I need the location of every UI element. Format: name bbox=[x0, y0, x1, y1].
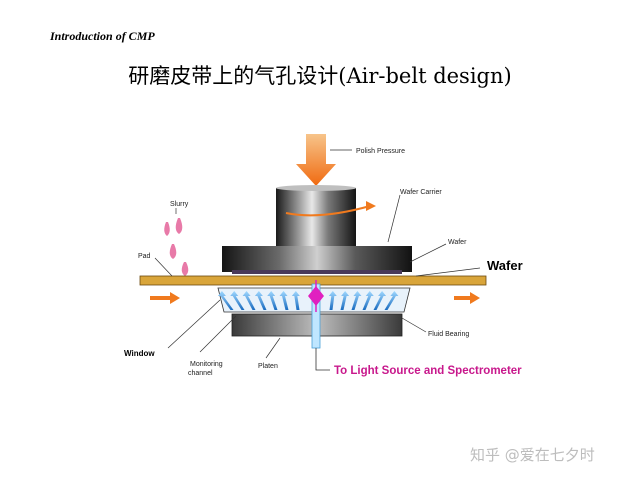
fluid-arrow bbox=[351, 291, 362, 310]
pad-label: Pad bbox=[138, 253, 151, 260]
fluid-arrow bbox=[362, 291, 374, 310]
wafer-carrier-top bbox=[276, 185, 356, 191]
fluid-arrow bbox=[291, 291, 300, 310]
fluid-arrow bbox=[230, 291, 245, 310]
fluid-arrow bbox=[328, 291, 337, 310]
fluid-arrow bbox=[373, 291, 387, 310]
fluid-bearing-leader bbox=[401, 317, 427, 333]
wafer-big-leader bbox=[415, 267, 481, 277]
wafer-small-leader bbox=[409, 243, 447, 263]
fluid-arrow bbox=[217, 291, 234, 310]
light-source-label: To Light Source and Spectrometer bbox=[334, 365, 522, 377]
wafer-carrier-flange bbox=[222, 246, 412, 272]
wafer bbox=[232, 270, 402, 274]
wafer-small-label: Wafer bbox=[448, 239, 467, 246]
rotation-arrow bbox=[285, 205, 371, 217]
fluid-arrow bbox=[254, 291, 267, 310]
rotation-arrow-head bbox=[366, 201, 376, 211]
wafer-carrier-cylinder bbox=[276, 188, 356, 246]
polish-pressure-arrow bbox=[296, 134, 336, 186]
slide-title: 研磨皮带上的气孔设计(Air-belt design) bbox=[128, 64, 512, 88]
slide-header: Introduction of CMP bbox=[50, 29, 155, 43]
fluid-arrow bbox=[340, 291, 350, 310]
slurry-drops bbox=[164, 218, 189, 276]
platen-leader bbox=[265, 337, 281, 359]
window-label: Window bbox=[124, 349, 155, 358]
monitoring-channel-leader bbox=[199, 315, 237, 353]
watermark: 知乎 @爱在七夕时 bbox=[470, 446, 595, 464]
fluid-bearing-label: Fluid Bearing bbox=[428, 331, 469, 338]
polish-pressure-label: Polish Pressure bbox=[356, 148, 405, 155]
wafer-carrier-leader bbox=[387, 194, 401, 243]
fluid-arrow bbox=[279, 291, 289, 310]
fluid-arrow bbox=[267, 291, 278, 310]
fluid-arrow bbox=[242, 291, 256, 310]
window-leader bbox=[167, 299, 221, 349]
wafer-carrier-label: Wafer Carrier bbox=[400, 189, 442, 196]
slurry-label: Slurry bbox=[170, 201, 189, 208]
pad-leader bbox=[154, 257, 173, 277]
light-source-connector bbox=[315, 348, 330, 371]
belt-direction-left-arrow bbox=[150, 292, 180, 304]
monitoring-channel-label: Monitoring channel bbox=[188, 361, 225, 377]
platen-label: Platen bbox=[258, 363, 278, 370]
fluid-bearing-arrows bbox=[217, 291, 399, 310]
fluid-arrow bbox=[384, 291, 399, 310]
wafer-big-label: Wafer bbox=[487, 258, 523, 273]
belt-direction-right-arrow bbox=[454, 292, 480, 304]
